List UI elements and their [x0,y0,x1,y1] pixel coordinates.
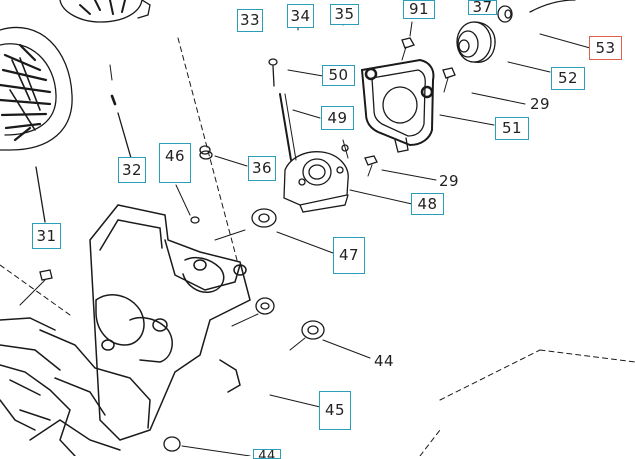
label-29-lower: 29 [439,172,460,190]
callout-36[interactable]: 36 [248,156,276,181]
callout-34[interactable]: 34 [287,4,314,28]
callout-46[interactable]: 46 [159,143,191,183]
callout-47[interactable]: 47 [333,237,365,274]
spring-part [199,145,248,167]
callout-35[interactable]: 35 [330,4,359,25]
flywheel-part [0,26,73,151]
cover-plate-51-part [360,58,495,153]
crankcase-part [0,204,251,456]
screw-91-part [401,21,415,61]
bolt-44-part [289,320,371,359]
callout-52[interactable]: 52 [551,67,585,90]
callout-45[interactable]: 45 [319,391,351,430]
callout-32[interactable]: 32 [118,157,146,183]
bolt-case-left-part [19,269,53,306]
callout-53[interactable]: 53 [589,36,622,60]
callout-31[interactable]: 31 [32,223,61,249]
screw-29-part [364,67,526,181]
bracket-48-part [283,139,413,213]
callout-33[interactable]: 33 [237,9,263,32]
pulley-52-part [456,21,551,73]
callout-49[interactable]: 49 [321,106,354,130]
top-assembly-part [59,0,151,23]
callout-51[interactable]: 51 [495,117,529,140]
washer-47-part [251,208,334,254]
label-44: 44 [374,352,395,370]
bolt-bottom-part [163,436,251,456]
pin-49-part [268,58,324,161]
callout-91[interactable]: 91 [403,0,435,19]
bolt-case-mid-part [231,297,275,327]
bushing-37-part [497,0,591,49]
callout-37[interactable]: 37 [468,0,497,15]
callout-48[interactable]: 48 [411,193,444,215]
label-29-upper: 29 [530,95,551,113]
callout-44-bottom[interactable]: 44 [253,449,281,459]
callout-50[interactable]: 50 [322,65,355,86]
